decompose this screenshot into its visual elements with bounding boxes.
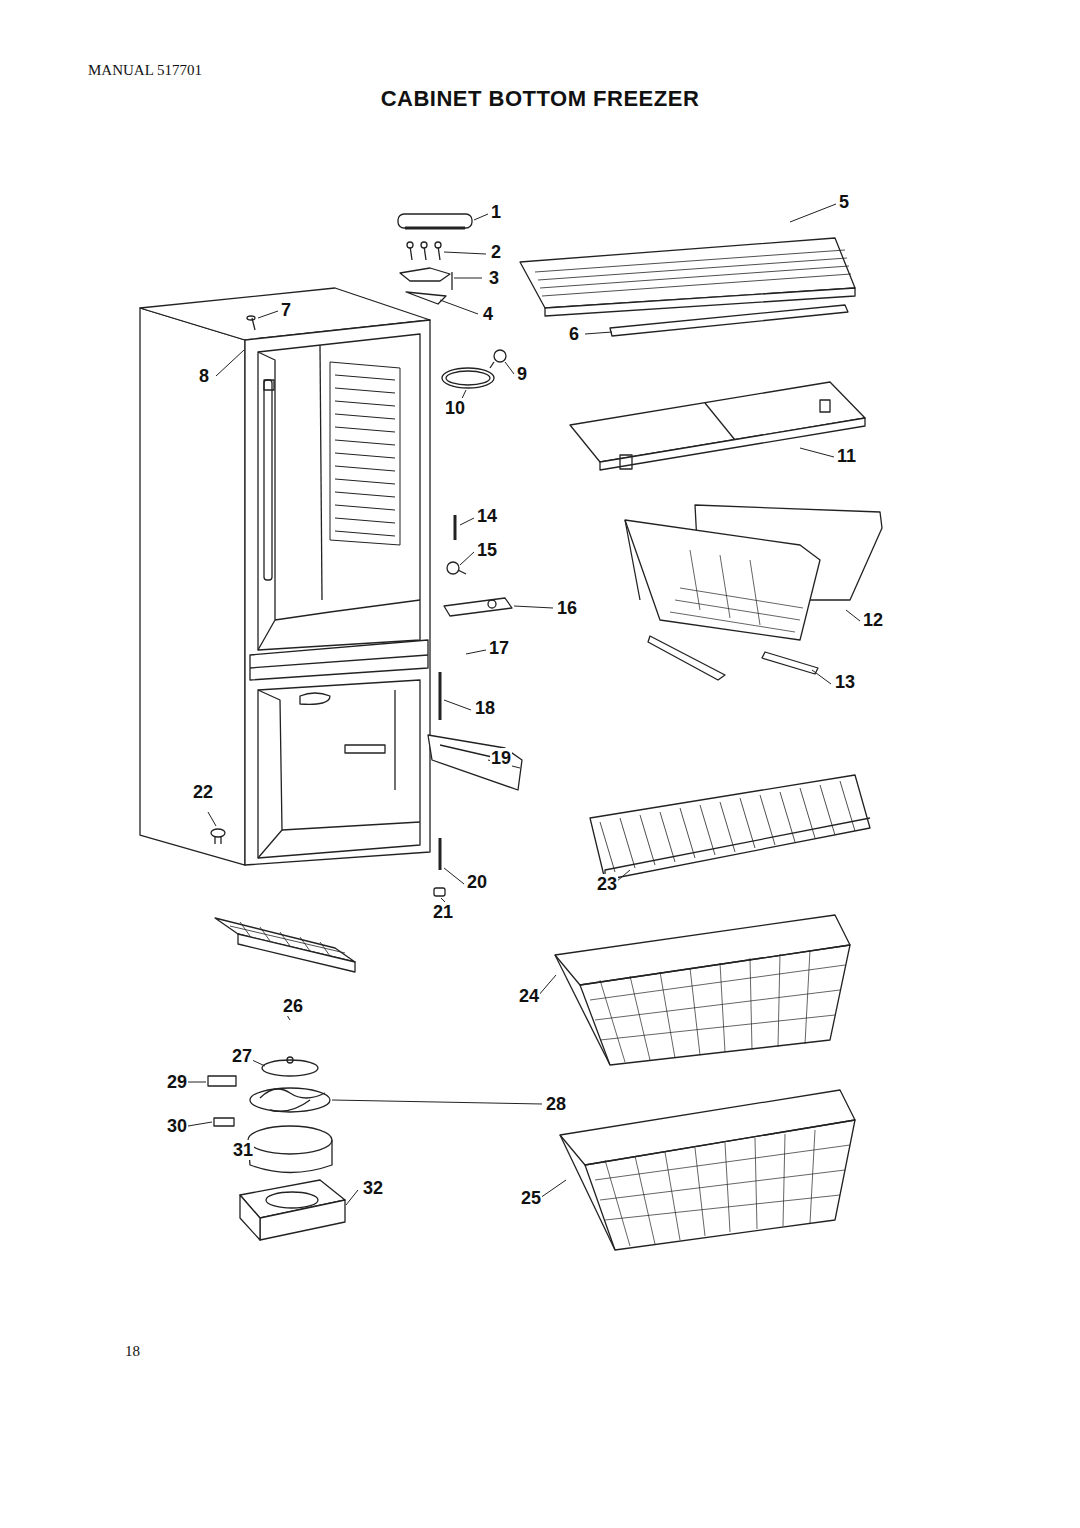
callout-number: 20	[466, 872, 488, 892]
callout-number: 12	[862, 610, 884, 630]
callout-number: 21	[432, 902, 454, 922]
callout-number: 10	[444, 398, 466, 418]
callout-number: 13	[834, 672, 856, 692]
callout-number: 18	[474, 698, 496, 718]
callout-number: 9	[516, 364, 528, 384]
callout-number: 14	[476, 506, 498, 526]
callout-number: 11	[836, 446, 857, 466]
crisper-drawers	[625, 505, 882, 680]
callout-number: 4	[482, 304, 494, 324]
manual-number: MANUAL 517701	[88, 62, 202, 79]
wire-shelf	[590, 775, 870, 880]
callout-number: 22	[192, 782, 214, 802]
callout-number: 6	[568, 324, 580, 344]
callout-number: 26	[282, 996, 304, 1016]
callout-number: 29	[166, 1072, 188, 1092]
page-title: CABINET BOTTOM FREEZER	[381, 86, 700, 112]
small-parts	[398, 214, 522, 896]
cabinet-drawing	[140, 288, 430, 865]
callout-number: 15	[476, 540, 498, 560]
freezer-baskets	[555, 915, 855, 1250]
glass-shelf	[520, 238, 855, 336]
callout-number: 27	[231, 1046, 253, 1066]
callout-number: 28	[545, 1094, 567, 1114]
page-number: 18	[125, 1343, 140, 1360]
callout-number: 19	[490, 748, 512, 768]
callout-number: 25	[520, 1188, 542, 1208]
crisper-cover	[570, 382, 865, 470]
callout-number: 24	[518, 986, 540, 1006]
callout-number: 16	[556, 598, 578, 618]
callout-number: 3	[488, 268, 500, 288]
callout-number: 31	[232, 1140, 254, 1160]
callout-number: 23	[596, 874, 618, 894]
leader-lines	[188, 204, 860, 1205]
callout-number: 5	[838, 192, 850, 212]
fan-assembly	[208, 1057, 345, 1240]
callout-number: 8	[198, 366, 210, 386]
callout-number: 32	[362, 1178, 384, 1198]
callout-number: 1	[490, 202, 502, 222]
callout-number: 7	[280, 300, 292, 320]
callout-number: 17	[488, 638, 510, 658]
callout-number: 30	[166, 1116, 188, 1136]
callout-number: 2	[490, 242, 502, 262]
ice-tray	[215, 918, 355, 972]
